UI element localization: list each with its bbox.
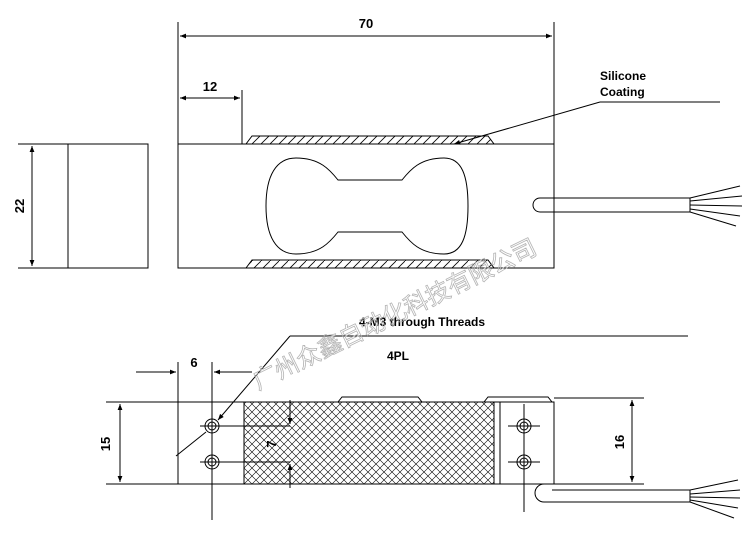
- mount-width-dimension-label: 16: [612, 435, 627, 449]
- side-view-body: [67, 143, 149, 269]
- watermark-text: 广州众鑫自动化科技有限公司: [248, 233, 541, 395]
- side-view: [18, 143, 149, 269]
- cable: [553, 197, 691, 213]
- coating-leader-line: [453, 101, 601, 145]
- thread-label: 4-M3 through Threads: [359, 315, 485, 329]
- silicone-coating-bottom: [245, 259, 495, 269]
- cable-bottom: [534, 483, 691, 503]
- thread-leader-line: [217, 335, 291, 421]
- bottom-view: [106, 335, 741, 520]
- silicone-coating-top: [245, 135, 495, 145]
- hole-offset-label: 6: [190, 355, 197, 370]
- coating-label-line1: Silicone: [600, 69, 646, 83]
- top-view: [177, 22, 743, 269]
- length-dimension-label: 70: [359, 16, 373, 31]
- height-dimension-label: 22: [12, 199, 27, 213]
- offset-dimension-label: 12: [203, 79, 217, 94]
- width-dimension-label: 15: [98, 437, 113, 451]
- hole-spacing-label: 7: [264, 440, 279, 447]
- coating-label-line2: Coating: [600, 85, 645, 99]
- dumbbell-cutout: [265, 157, 469, 255]
- gauge-hatch-zone: [243, 401, 495, 485]
- quantity-label: 4PL: [387, 349, 409, 363]
